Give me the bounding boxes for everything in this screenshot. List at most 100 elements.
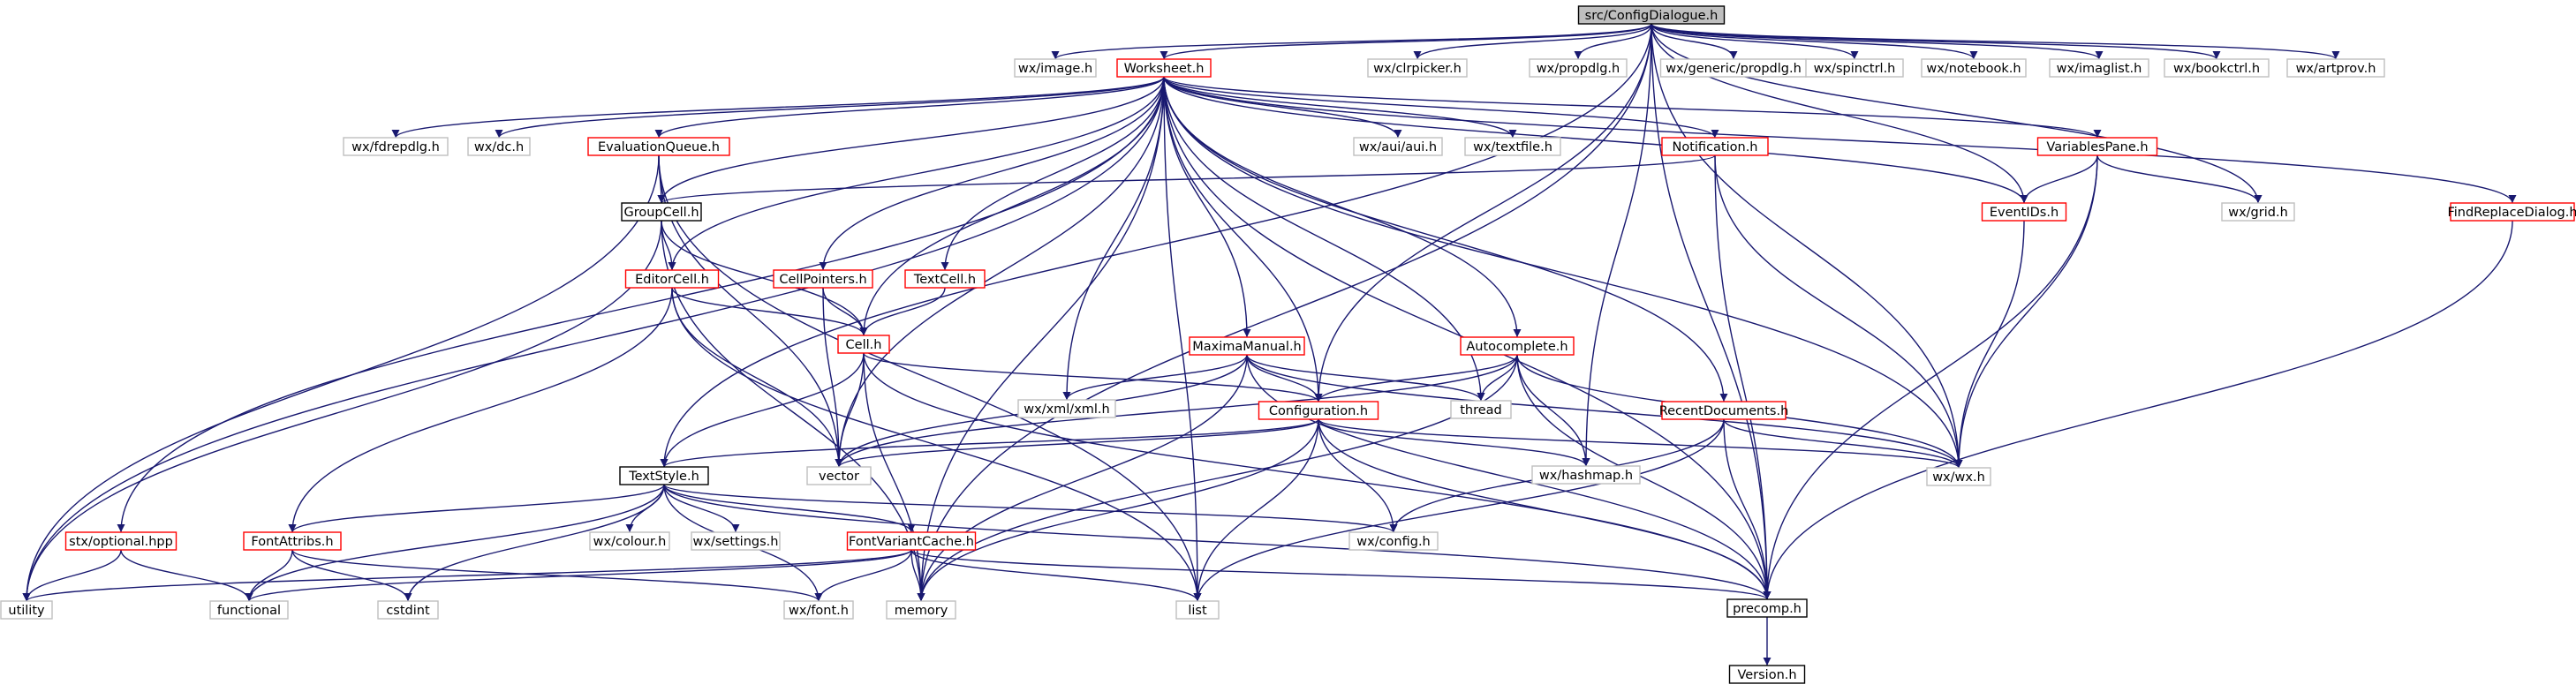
node-label-wxpropdlg: wx/propdlg.h: [1537, 62, 1620, 76]
edge-maximamanual-to-memory: [917, 354, 1248, 602]
node-worksheet[interactable]: Worksheet.h: [1116, 58, 1212, 78]
node-recentdocs[interactable]: RecentDocuments.h: [1659, 401, 1789, 420]
node-fontvariantcache[interactable]: FontVariantCache.h: [846, 531, 977, 551]
node-wxfdrepdlg: wx/fdrepdlg.h: [343, 137, 449, 156]
edge-worksheet-to-eventids: [1163, 76, 2028, 204]
node-box-findreplace: [2450, 202, 2575, 222]
edge-root-to-memory: [917, 23, 1652, 602]
edge-autocomplete-to-memory: [917, 354, 1518, 602]
node-wximage: wx/image.h: [1014, 58, 1097, 78]
node-label-wxartprov: wx/artprov.h: [2296, 62, 2376, 76]
node-wxspinctrl: wx/spinctrl.h: [1805, 58, 1904, 78]
edge-maximamanual-to-thread: [1246, 354, 1485, 402]
edge-fontvariantcache-to-memory: [910, 549, 925, 602]
node-version[interactable]: Version.h: [1728, 665, 1806, 684]
edge-variablespane-to-eventids: [2020, 154, 2098, 204]
node-box-editorcell: [624, 269, 720, 289]
node-wxwx: wx/wx.h: [1926, 467, 1991, 486]
edge-root-to-wxnotebook: [1651, 23, 1978, 60]
node-configuration[interactable]: Configuration.h: [1258, 401, 1379, 420]
edge-root-to-wximage: [1051, 23, 1652, 60]
node-label-wxfdrepdlg: wx/fdrepdlg.h: [351, 140, 440, 154]
node-wxgrid: wx/grid.h: [2221, 202, 2295, 222]
edge-worksheet-to-utility: [22, 76, 1165, 602]
node-notification[interactable]: Notification.h: [1661, 137, 1769, 156]
node-maximamanual[interactable]: MaximaManual.h: [1189, 336, 1305, 356]
node-editorcell[interactable]: EditorCell.h: [624, 269, 720, 289]
node-wxbookctrl: wx/bookctrl.h: [2164, 58, 2270, 78]
node-box-vector: [806, 466, 872, 485]
node-groupcell[interactable]: GroupCell.h: [621, 202, 702, 222]
node-precomp[interactable]: precomp.h: [1726, 598, 1808, 618]
edge-root-to-wxbookctrl: [1651, 23, 2221, 60]
edge-configuration-to-precomp: [1318, 418, 1771, 600]
node-box-thread: [1450, 400, 1512, 419]
node-label-root: src/ConfigDialogue.h: [1585, 9, 1719, 23]
node-label-textstyle: TextStyle.h: [628, 470, 699, 484]
node-label-editorcell: EditorCell.h: [635, 273, 709, 287]
edge-eventids-to-wxwx: [1954, 220, 2025, 469]
node-wxclrpicker: wx/clrpicker.h: [1367, 58, 1468, 78]
node-wxxml: wx/xml/xml.h: [1017, 399, 1116, 418]
node-label-worksheet: Worksheet.h: [1124, 62, 1205, 76]
node-label-wxgrid: wx/grid.h: [2228, 206, 2288, 220]
edge-worksheet-to-evalqueue: [654, 76, 1165, 139]
node-label-wximaglist: wx/imaglist.h: [2057, 62, 2142, 76]
edge-textcell-to-cell: [859, 287, 946, 336]
edge-worksheet-to-groupcell: [657, 76, 1165, 204]
node-stxoptional[interactable]: stx/optional.hpp: [64, 531, 178, 551]
node-box-evalqueue: [587, 137, 730, 156]
node-box-recentdocs: [1661, 401, 1787, 420]
node-box-wxsettings: [691, 531, 781, 551]
node-box-stxoptional: [64, 531, 178, 551]
edge-worksheet-to-wxfdrepdlg: [391, 76, 1165, 139]
edge-worksheet-to-memory: [917, 76, 1165, 602]
node-findreplace[interactable]: FindReplaceDialog.h: [2447, 202, 2576, 222]
node-cstdint: cstdint: [377, 600, 439, 620]
edge-root-to-configuration: [1314, 23, 1652, 402]
edge-root-to-wxpropdlg: [1574, 23, 1652, 60]
node-textcell[interactable]: TextCell.h: [904, 269, 986, 289]
edge-maximamanual-to-configuration: [1246, 354, 1323, 402]
node-autocomplete[interactable]: Autocomplete.h: [1460, 336, 1575, 356]
node-wxpropdlg: wx/propdlg.h: [1529, 58, 1628, 78]
node-cellpointers[interactable]: CellPointers.h: [773, 269, 873, 289]
node-textstyle[interactable]: TextStyle.h: [619, 466, 709, 485]
node-box-wximage: [1014, 58, 1097, 78]
node-variablespane[interactable]: VariablesPane.h: [2036, 137, 2158, 156]
node-box-utility: [0, 600, 53, 620]
edge-recentdocs-to-wxwx: [1723, 418, 1963, 469]
node-eventids[interactable]: EventIDs.h: [1981, 202, 2067, 222]
edge-maximamanual-to-wxxml: [1062, 354, 1248, 401]
edge-autocomplete-to-configuration: [1314, 354, 1518, 402]
node-box-wxauiaui: [1353, 137, 1443, 156]
node-box-wxfdrepdlg: [343, 137, 449, 156]
edge-groupcell-to-cell: [661, 220, 868, 336]
edge-configuration-to-vector: [835, 418, 1319, 468]
node-label-maximamanual: MaximaManual.h: [1192, 340, 1302, 354]
node-evalqueue[interactable]: EvaluationQueue.h: [587, 137, 730, 156]
node-box-wxclrpicker: [1367, 58, 1468, 78]
edge-groupcell-to-memory: [661, 220, 925, 602]
edge-root-to-eventids: [1651, 23, 2028, 204]
edge-groupcell-to-utility: [22, 220, 662, 602]
edge-cell-to-textstyle: [660, 352, 865, 468]
node-cell[interactable]: Cell.h: [837, 335, 890, 354]
node-box-cstdint: [377, 600, 439, 620]
node-label-vector: vector: [819, 470, 859, 484]
node-root[interactable]: src/ConfigDialogue.h: [1577, 5, 1726, 25]
node-box-groupcell: [621, 202, 702, 222]
node-box-eventids: [1981, 202, 2067, 222]
node-fontattribs[interactable]: FontAttribs.h: [243, 531, 342, 551]
edge-worksheet-to-list: [1163, 76, 1202, 602]
node-wxsettings: wx/settings.h: [691, 531, 781, 551]
edge-maximamanual-to-wxwx: [1246, 354, 1963, 469]
node-label-cstdint: cstdint: [386, 604, 430, 618]
edge-worksheet-to-variablespane: [1163, 76, 2102, 139]
edge-worksheet-to-findreplace: [1163, 76, 2517, 204]
node-box-wxpropdlg: [1529, 58, 1628, 78]
node-label-wxxml: wx/xml/xml.h: [1024, 402, 1109, 417]
node-label-memory: memory: [895, 604, 948, 618]
edge-fontattribs-to-wxfont: [291, 549, 823, 602]
